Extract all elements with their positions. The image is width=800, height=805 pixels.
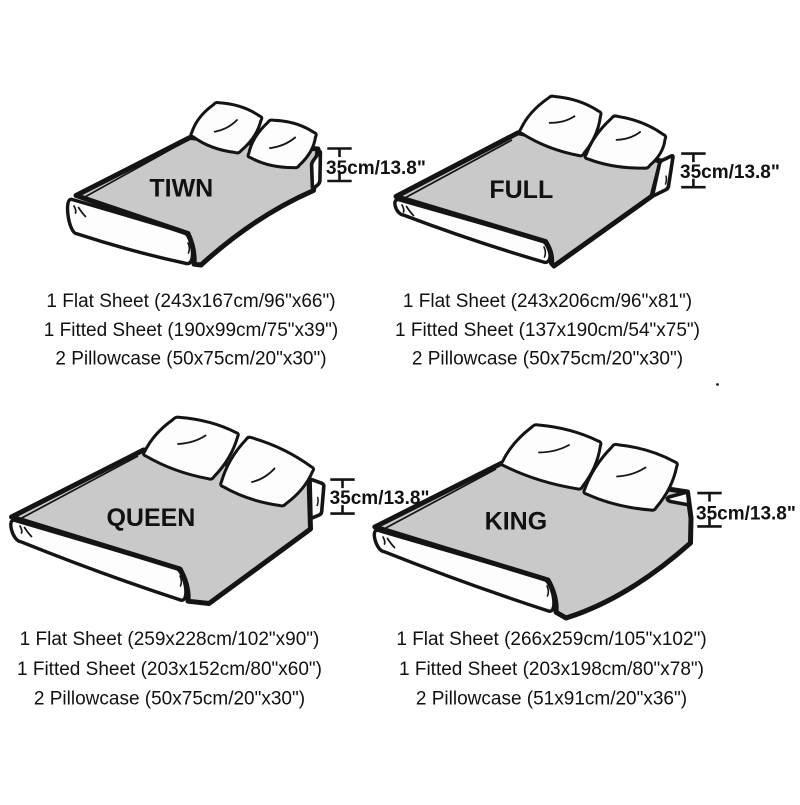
svg-text:2 Pillowcase (50x75cm/20"x30"): 2 Pillowcase (50x75cm/20"x30") bbox=[55, 349, 326, 370]
svg-text:1 Flat Sheet (243x206cm/96"x81: 1 Flat Sheet (243x206cm/96"x81") bbox=[403, 291, 692, 312]
svg-text:1 Fitted Sheet (137x190cm/54"x: 1 Fitted Sheet (137x190cm/54"x75") bbox=[395, 320, 700, 341]
svg-text:35cm/13.8": 35cm/13.8" bbox=[330, 488, 430, 509]
svg-text:2 Pillowcase (50x75cm/20"x30"): 2 Pillowcase (50x75cm/20"x30") bbox=[34, 689, 305, 710]
svg-text:2 Pillowcase (51x91cm/20"x36"): 2 Pillowcase (51x91cm/20"x36") bbox=[416, 689, 687, 710]
svg-text:1 Fitted Sheet (203x198cm/80"x: 1 Fitted Sheet (203x198cm/80"x78") bbox=[399, 659, 704, 680]
svg-text:1 Fitted Sheet (203x152cm/80"x: 1 Fitted Sheet (203x152cm/80"x60") bbox=[17, 659, 322, 680]
svg-text:1 Flat Sheet (259x228cm/102"x9: 1 Flat Sheet (259x228cm/102"x90") bbox=[20, 629, 320, 650]
svg-text:2 Pillowcase (50x75cm/20"x30"): 2 Pillowcase (50x75cm/20"x30") bbox=[412, 349, 683, 370]
svg-text:35cm/13.8": 35cm/13.8" bbox=[696, 504, 796, 525]
svg-text:FULL: FULL bbox=[489, 176, 553, 204]
svg-text:QUEEN: QUEEN bbox=[106, 504, 195, 532]
svg-text:35cm/13.8": 35cm/13.8" bbox=[680, 162, 780, 183]
svg-text:TIWN: TIWN bbox=[149, 174, 213, 202]
svg-text:35cm/13.8": 35cm/13.8" bbox=[326, 158, 426, 179]
svg-text:KING: KING bbox=[485, 508, 548, 536]
svg-text:1 Flat Sheet (266x259cm/105"x1: 1 Flat Sheet (266x259cm/105"x102") bbox=[396, 629, 706, 650]
svg-text:1 Fitted Sheet (190x99cm/75"x3: 1 Fitted Sheet (190x99cm/75"x39") bbox=[44, 320, 338, 341]
svg-text:1 Flat Sheet (243x167cm/96"x66: 1 Flat Sheet (243x167cm/96"x66") bbox=[46, 291, 335, 312]
